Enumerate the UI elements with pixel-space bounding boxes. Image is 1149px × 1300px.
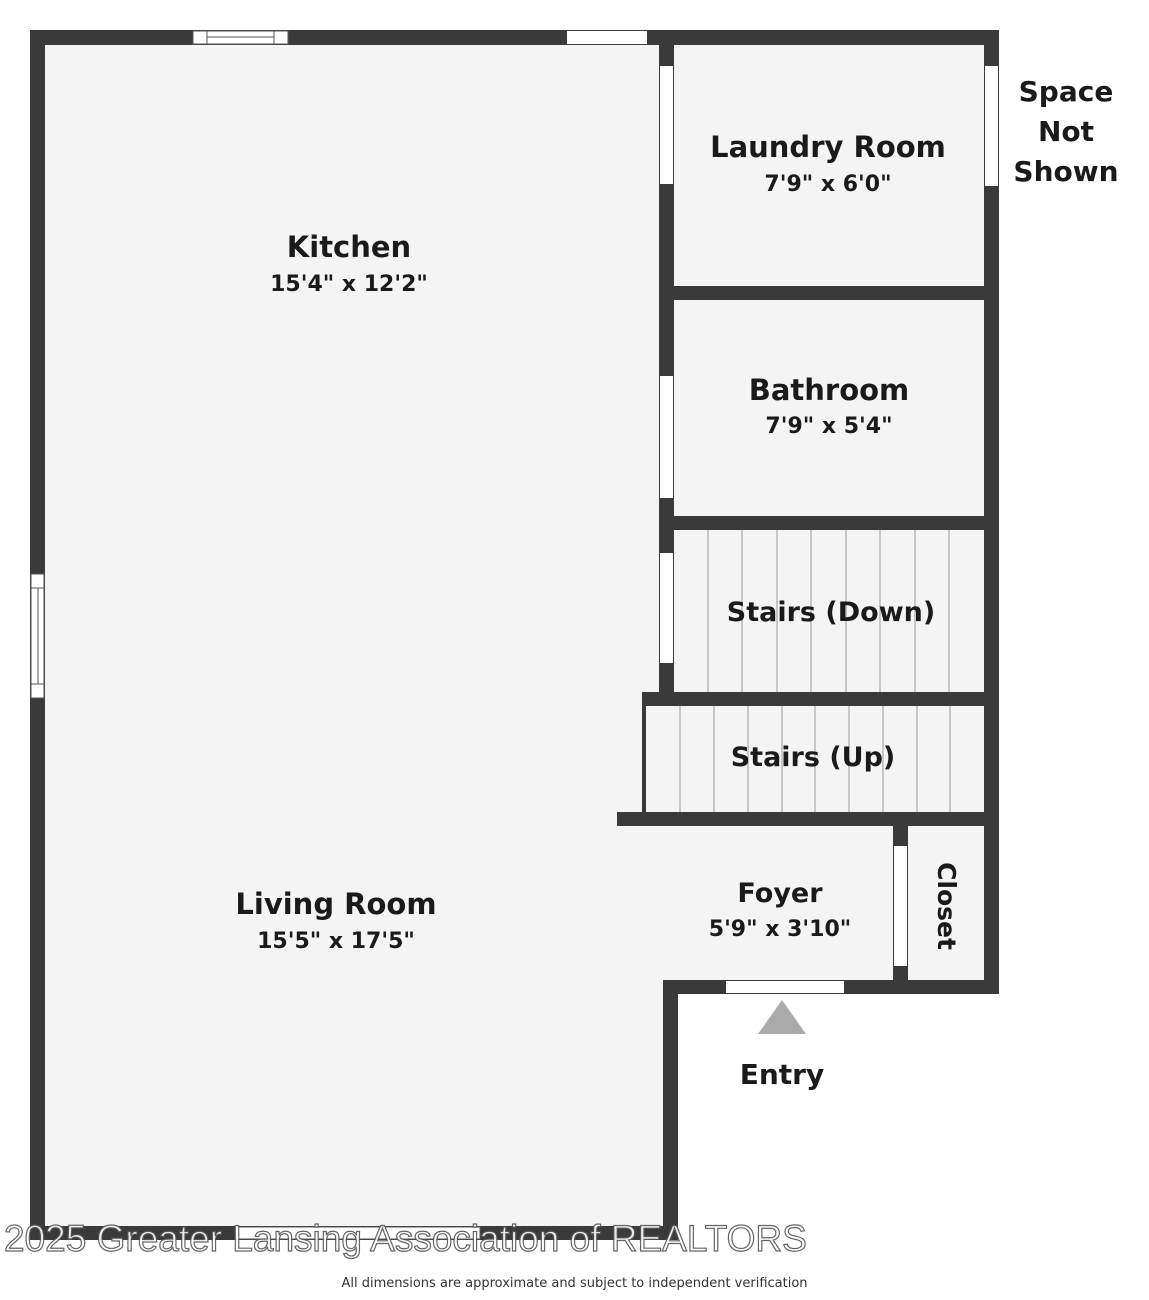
wall-right xyxy=(984,30,999,994)
entry-arrow-icon xyxy=(758,1000,806,1034)
kitchen-label: Kitchen xyxy=(287,230,411,264)
kitchen-dims: 15'4" x 12'2" xyxy=(270,272,428,297)
bathroom-floor xyxy=(674,300,984,516)
laundry-dims: 7'9" x 6'0" xyxy=(764,172,891,197)
closet-floor xyxy=(908,826,984,980)
door-laundry xyxy=(660,66,673,184)
wall-inner-bottom-right xyxy=(663,980,678,1240)
openings xyxy=(30,30,998,1240)
copyright-watermark: 2025 Greater Lansing Association of REAL… xyxy=(3,1217,807,1259)
space-not-shown-line3: Shown xyxy=(1013,155,1118,188)
space-not-shown-line1: Space xyxy=(1019,75,1114,108)
wall-stairs-mid xyxy=(642,692,999,706)
stairs-down-floor xyxy=(674,530,984,692)
stair-treads-up xyxy=(679,706,951,812)
bathroom-label: Bathroom xyxy=(749,373,910,407)
wall-laundry-bottom xyxy=(667,286,999,300)
laundry-label: Laundry Room xyxy=(710,130,946,164)
floor-fills xyxy=(44,44,984,1226)
bathroom-dims: 7'9" x 5'4" xyxy=(765,414,892,439)
main-floor xyxy=(44,44,664,1226)
stairs-down-label: Stairs (Down) xyxy=(727,597,935,628)
window-laundry-right xyxy=(985,66,998,186)
door-entry xyxy=(726,981,844,993)
door-closet xyxy=(894,846,907,966)
entry-label: Entry xyxy=(740,1058,825,1091)
stair-treads-down xyxy=(707,530,950,692)
door-stairs-down xyxy=(660,553,673,663)
wall-stairs-up-left xyxy=(642,692,646,812)
laundry-floor xyxy=(674,44,984,288)
wall-stairs-up-bottom xyxy=(617,812,999,826)
window-top-right xyxy=(567,31,647,44)
space-not-shown-line2: Not xyxy=(1038,115,1094,148)
stairs-up-label: Stairs (Up) xyxy=(731,742,896,773)
foyer-label: Foyer xyxy=(737,878,823,909)
foyer-dims: 5'9" x 3'10" xyxy=(709,917,851,942)
foyer-floor xyxy=(660,826,894,980)
door-bathroom xyxy=(660,376,673,498)
wall-kitchen-right xyxy=(659,30,674,700)
living-room-dims: 15'5" x 17'5" xyxy=(257,929,415,954)
wall-top xyxy=(30,30,999,45)
wall-bathroom-bottom xyxy=(667,516,999,530)
closet-label: Closet xyxy=(932,862,961,950)
living-room-label: Living Room xyxy=(235,887,436,921)
dimensions-disclaimer: All dimensions are approximate and subje… xyxy=(341,1276,808,1291)
window-bottom xyxy=(234,1226,481,1240)
